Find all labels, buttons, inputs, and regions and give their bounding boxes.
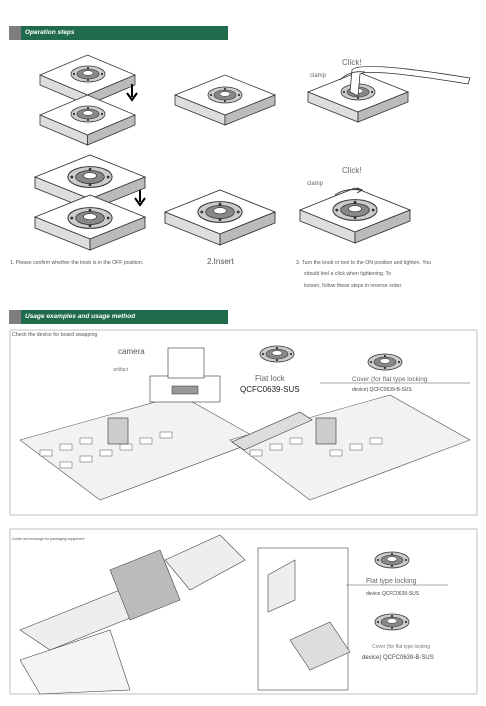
step3-bottom-figure — [299, 187, 411, 244]
step3-caption-line1: 3. Turn the knob or tool to the ON posit… — [296, 260, 431, 266]
step1-bottom-figure — [34, 154, 146, 251]
camera-label: camera — [118, 347, 145, 356]
click-label-top: Click! — [342, 58, 362, 67]
flat-lock-model: QCFC0639-SUS — [240, 385, 300, 394]
header-bar — [135, 310, 228, 324]
step1-top-figure — [39, 54, 138, 146]
example1-figure — [9, 329, 478, 516]
example1-subtitle: Check the device for board swapping — [12, 332, 98, 338]
example2-subtitle: Guide rail exchange for packaging equipm… — [12, 537, 85, 541]
step2-top-figure — [174, 74, 276, 126]
flat-type-lock-label: Flat type locking — [366, 578, 417, 585]
cover-label-line1: Cover (for flat type locking — [352, 376, 428, 383]
clamp-label-bottom: clamp — [307, 181, 324, 187]
step3-top-figure — [307, 66, 471, 123]
step3-caption-line2: should feel a click when tightening. To — [304, 271, 391, 277]
step2-caption: 2.Insert — [207, 257, 234, 266]
section-title: Usage examples and usage method — [21, 310, 135, 324]
cover2-label-line1: Cover (for flat type locking — [372, 644, 431, 650]
step1-caption: 1. Please confirm whether the knob is in… — [10, 260, 144, 266]
step2-bottom-figure — [164, 189, 276, 246]
artifact-label: artifact — [113, 367, 129, 373]
flat-type-lock-model: device QCFC0639-SUS — [366, 591, 420, 597]
flat-lock-label: Flat lock — [255, 374, 285, 383]
section-header-usage: Usage examples and usage method — [9, 310, 228, 324]
clamp-label-top: clamp — [310, 73, 327, 79]
header-bar — [85, 26, 228, 40]
step3-caption-line3: loosen, follow these steps in reverse or… — [304, 283, 403, 289]
cover-label-line2: device) QCFC0639-B-SUS — [352, 387, 412, 393]
section-header-operation: Operation steps — [9, 26, 228, 40]
header-marker — [9, 26, 21, 40]
section-title: Operation steps — [21, 26, 85, 40]
header-marker — [9, 310, 21, 324]
cover2-label-line2: device) QCFC0639-B-SUS — [362, 655, 434, 661]
click-label-bottom: Click! — [342, 166, 362, 175]
example2-figure — [9, 528, 478, 695]
